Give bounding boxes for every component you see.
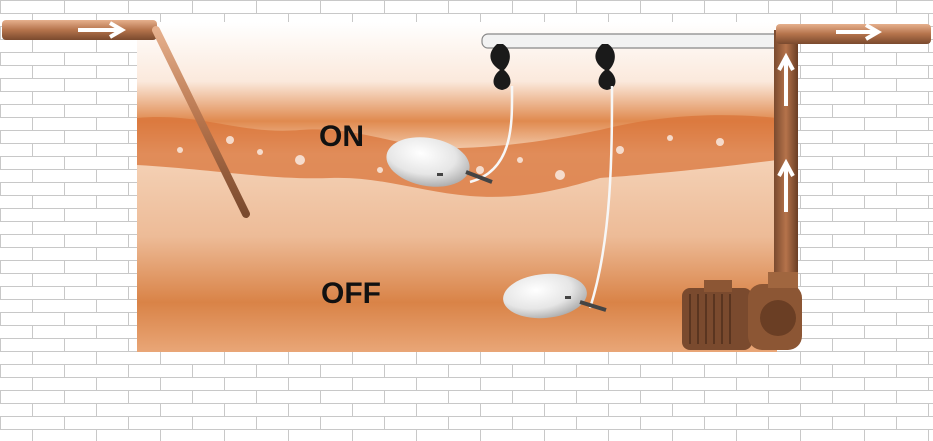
float-switch-icon bbox=[386, 137, 493, 187]
flow-arrow-icon bbox=[78, 21, 126, 39]
suspension-rod bbox=[481, 33, 783, 49]
flow-arrow-icon bbox=[836, 23, 882, 41]
fill-pipe bbox=[152, 26, 250, 218]
clamp-icon bbox=[490, 44, 511, 90]
clamp-icon bbox=[595, 44, 616, 90]
pump-motor-icon bbox=[682, 272, 802, 350]
inlet-pipe bbox=[2, 20, 157, 40]
outlet-pipe bbox=[774, 23, 931, 290]
flow-arrow-icon bbox=[777, 158, 795, 212]
float-switch-icon bbox=[503, 273, 607, 319]
on-level-label: ON bbox=[319, 120, 364, 153]
off-level-label: OFF bbox=[321, 277, 381, 310]
float-cable bbox=[588, 85, 614, 309]
flow-arrow-icon bbox=[777, 52, 795, 106]
